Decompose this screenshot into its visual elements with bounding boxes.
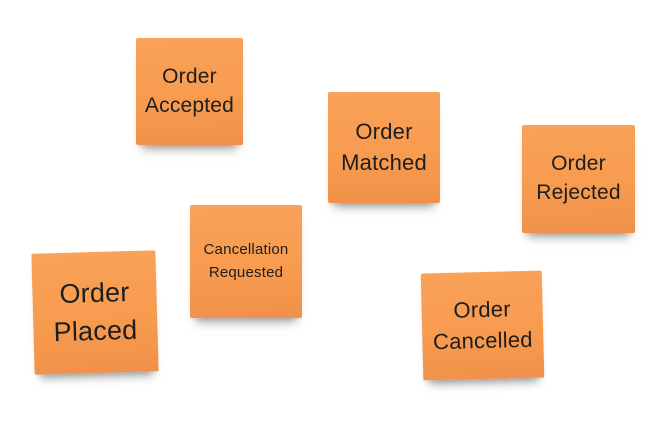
sticky-note-label: Order Accepted [145, 63, 234, 121]
sticky-note-order-matched: Order Matched [328, 92, 440, 203]
sticky-note-label: Order Cancelled [432, 294, 533, 357]
label-line-1: Order [59, 277, 130, 310]
sticky-note-order-placed: Order Placed [31, 250, 159, 375]
sticky-note-order-cancelled: Order Cancelled [420, 270, 545, 381]
sticky-note-order-rejected: Order Rejected [522, 125, 635, 233]
sticky-note-label: Order Rejected [536, 150, 620, 208]
label-line-1: Order [162, 64, 217, 88]
sticky-note-cancellation-requested: Cancellation Requested [190, 205, 302, 318]
label-line-2: Placed [53, 314, 138, 347]
label-line-2: Requested [208, 263, 284, 281]
label-line-1: Order [551, 152, 606, 176]
sticky-note-label: Cancellation Requested [204, 239, 289, 284]
sticky-note-label: Order Matched [341, 117, 427, 178]
label-line-1: Order [453, 296, 512, 323]
label-line-1: Cancellation [203, 241, 289, 258]
sticky-note-label: Order Placed [52, 274, 138, 351]
label-line-2: Accepted [144, 93, 235, 117]
sticky-note-order-accepted: Order Accepted [136, 38, 243, 145]
label-line-2: Matched [341, 149, 427, 175]
label-line-2: Rejected [536, 181, 621, 204]
label-line-1: Order [355, 119, 413, 145]
label-line-2: Cancelled [432, 326, 533, 354]
